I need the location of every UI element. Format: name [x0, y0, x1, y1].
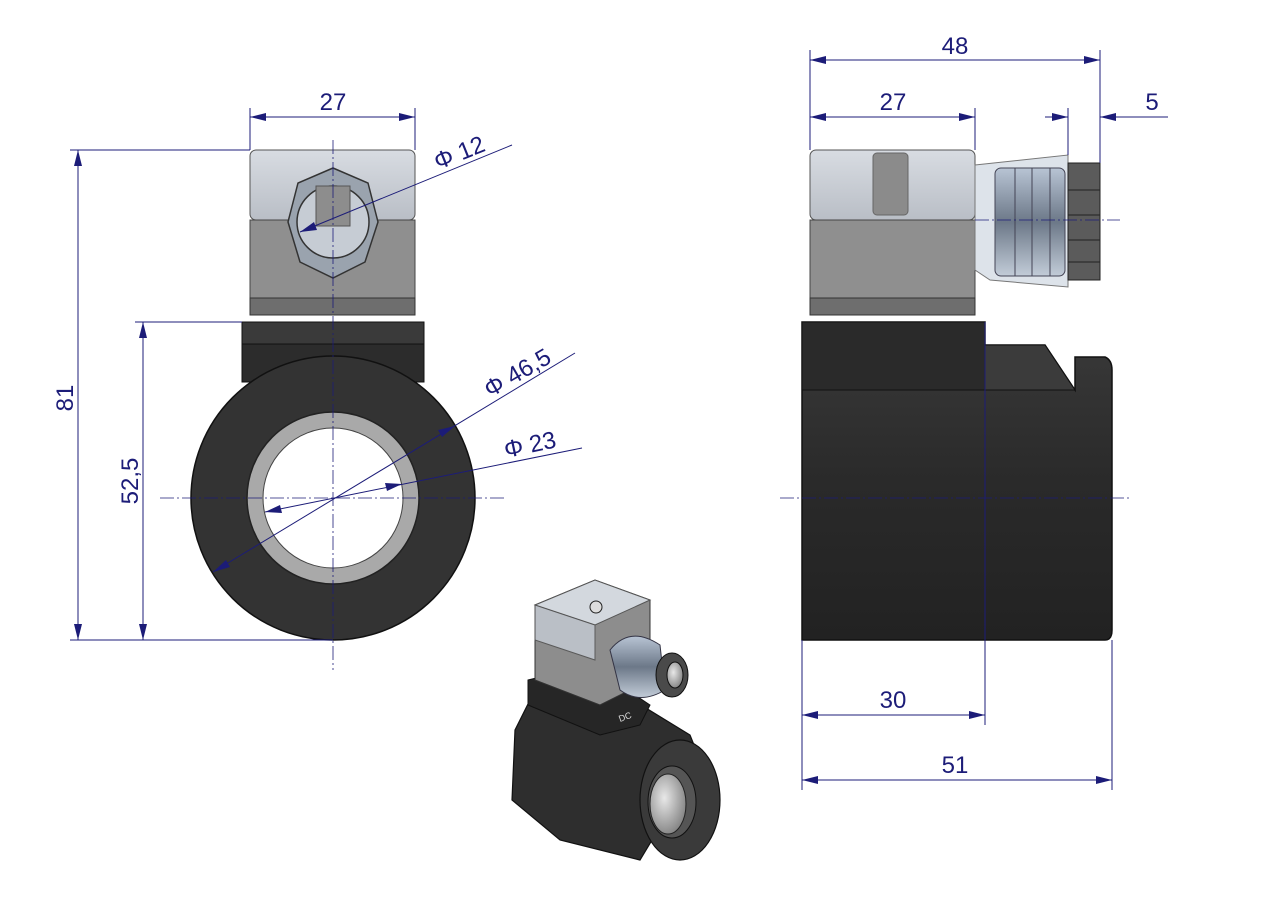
dim-front-connector-width: 27 [320, 89, 347, 116]
connector-front [249, 149, 416, 316]
dim-outer-diameter: Φ 46,5 [480, 344, 556, 404]
dim-total-height: 81 [52, 385, 79, 412]
dim-coil-length: 51 [942, 752, 969, 779]
isometric-view: DC [511, 579, 721, 861]
dim-nut-width: 5 [1145, 89, 1158, 116]
front-view: 27 Φ 12 81 52,5 Φ 46,5 Φ 23 [52, 89, 583, 670]
dim-connector-offset: 30 [880, 687, 907, 714]
iso-dc-marking: DC [617, 710, 633, 724]
dim-coil-height: 52,5 [117, 458, 144, 505]
side-view: 48 27 5 30 51 [780, 33, 1168, 790]
dim-gland-diameter: Φ 12 [430, 131, 489, 176]
dim-total-width: 48 [942, 33, 969, 60]
dim-side-connector-width: 27 [880, 89, 907, 116]
coil-side [801, 321, 1113, 641]
connector-side [809, 149, 1101, 316]
dim-bore-diameter: Φ 23 [502, 427, 559, 464]
